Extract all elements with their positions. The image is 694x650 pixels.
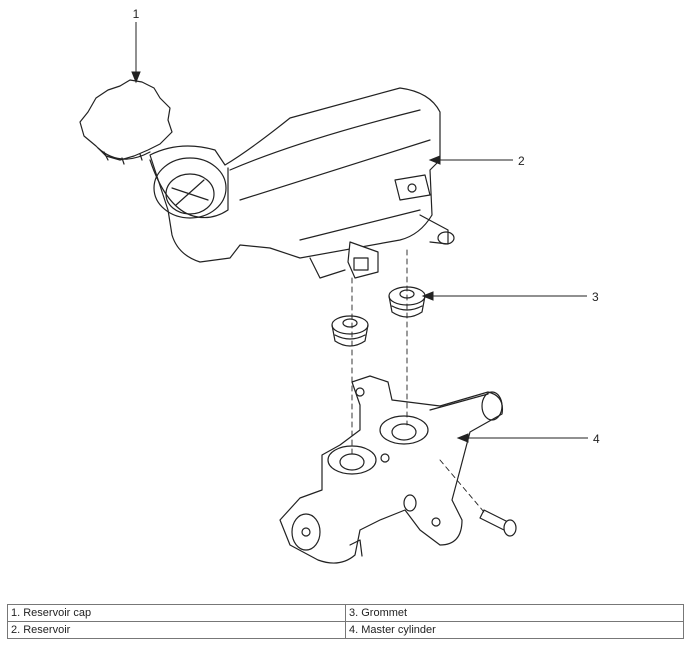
grommet-left [331, 315, 369, 347]
master-cylinder [279, 375, 504, 564]
legend-row: 2. Reservoir 4. Master cylinder [7, 621, 684, 639]
reservoir-cap [79, 79, 173, 165]
callout-1: 1 [133, 7, 140, 21]
legend-cell: 2. Reservoir [7, 621, 346, 639]
grommet-right [388, 286, 426, 318]
callout-4: 4 [593, 432, 600, 446]
exploded-diagram: 1 2 3 4 [79, 7, 600, 564]
callout-leaders [131, 22, 588, 443]
parts-legend-table: 1. Reservoir cap 3. Grommet 2. Reservoir… [7, 604, 684, 639]
reservoir [149, 87, 455, 279]
legend-cell: 3. Grommet [345, 604, 684, 622]
legend-cell: 4. Master cylinder [345, 621, 684, 639]
callout-3: 3 [592, 290, 599, 304]
callout-2: 2 [518, 154, 525, 168]
legend-cell: 1. Reservoir cap [7, 604, 346, 622]
mounting-bolt [479, 509, 517, 537]
legend-row: 1. Reservoir cap 3. Grommet [7, 604, 684, 622]
assembly-lines [351, 249, 485, 513]
